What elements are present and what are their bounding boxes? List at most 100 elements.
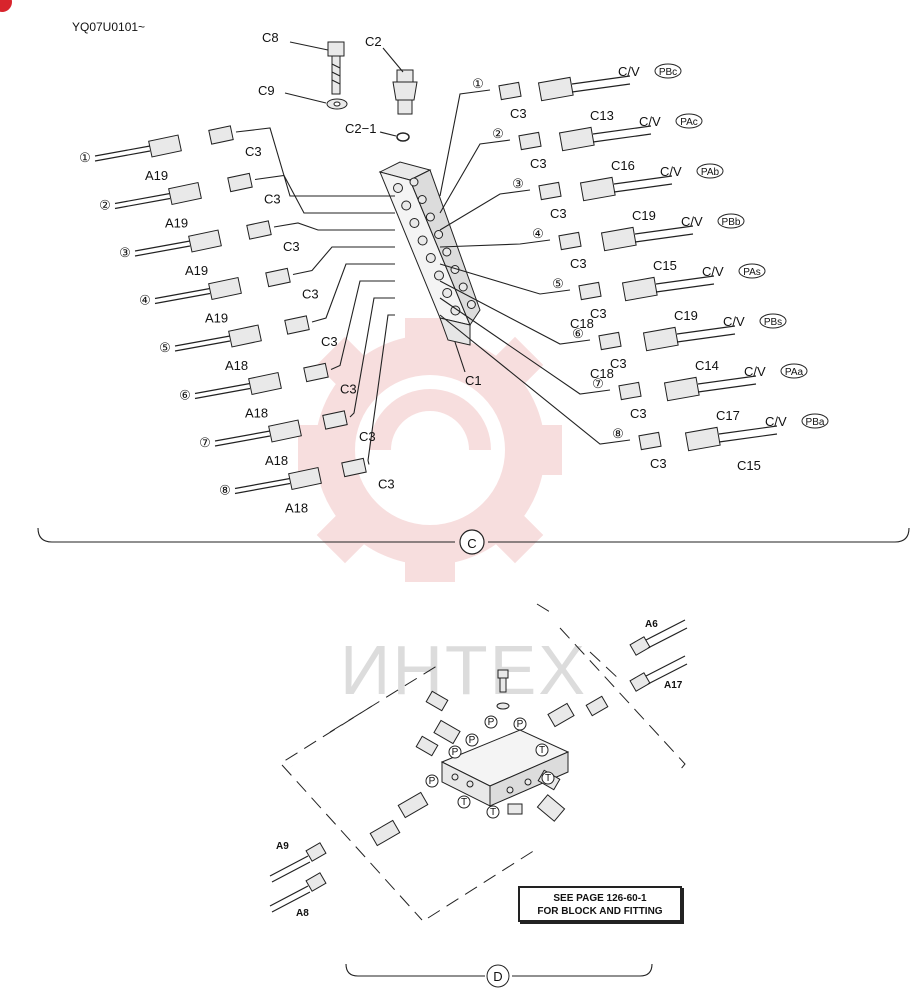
hose-end-right-4 xyxy=(600,226,637,252)
row-number-right-1: ① xyxy=(472,76,484,91)
port-oval-right-1 xyxy=(654,63,682,79)
hose-end-left-8 xyxy=(288,466,322,491)
d-port-label-6: T xyxy=(539,745,545,756)
row-number-right-5: ⑤ xyxy=(552,276,564,291)
leader-left-2 xyxy=(254,174,395,214)
fitting-left-2 xyxy=(227,172,253,193)
manifold-port-top-2 xyxy=(417,195,427,204)
label-c1: C1 xyxy=(465,373,482,388)
row-number-right-8: ⑧ xyxy=(612,426,624,441)
fitting-right-1 xyxy=(498,81,522,101)
leader-left-5 xyxy=(311,263,395,323)
hose-line-left-2 xyxy=(114,192,171,210)
d-port-label-8: T xyxy=(461,797,467,808)
manifold-port-6 xyxy=(434,270,444,281)
label-fit-left-6: C3 xyxy=(340,382,357,397)
label-part-right-2: C16 xyxy=(611,158,635,173)
label-a6: A6 xyxy=(645,619,658,630)
d-port-label-4: P xyxy=(452,747,459,758)
label-port-right-1: PBc xyxy=(659,67,677,78)
hose-end-right-3 xyxy=(579,176,616,202)
row-number-right-4: ④ xyxy=(532,226,544,241)
label-a8: A8 xyxy=(296,908,309,919)
hose-line-right-6 xyxy=(676,325,736,343)
manifold-port-2 xyxy=(401,200,412,211)
leader-left-6 xyxy=(330,280,395,371)
label-fit-right-2: C3 xyxy=(530,156,547,171)
d-port-circle-1 xyxy=(484,715,498,729)
label-port-right-7: PAa xyxy=(785,367,804,378)
manifold-port-top-1 xyxy=(409,177,419,187)
label-extra-right-6: C18 xyxy=(590,366,614,381)
hose-line-right-4 xyxy=(634,225,694,243)
label-cv-right-7: C/V xyxy=(744,364,766,379)
row-number-right-7: ⑦ xyxy=(592,376,604,391)
label-cv-right-2: C/V xyxy=(639,114,661,129)
row-number-left-7: ⑦ xyxy=(199,435,211,450)
label-hose-left-4: A19 xyxy=(205,311,228,326)
label-port-right-3: PAb xyxy=(701,167,720,178)
label-fit-left-4: C3 xyxy=(302,287,319,302)
row-number-right-6: ⑥ xyxy=(572,326,584,341)
port-oval-right-4 xyxy=(717,213,745,229)
manifold-port-top-4 xyxy=(434,230,444,239)
brace-d xyxy=(345,963,653,977)
fitting-left-1 xyxy=(208,125,234,145)
manifold-port-4 xyxy=(417,235,428,246)
leader-left-3 xyxy=(273,222,395,231)
fitting-right-2 xyxy=(518,131,542,151)
fitting-right-3 xyxy=(538,181,562,201)
label-cv-right-6: C/V xyxy=(723,314,745,329)
hose-line-right-8 xyxy=(718,425,778,443)
label-fit-left-5: C3 xyxy=(321,334,338,349)
label-cv-right-4: C/V xyxy=(681,214,703,229)
label-extra-right-5: C18 xyxy=(570,316,594,331)
d-port-circle-4 xyxy=(448,745,462,759)
o-ring-c2-1-icon xyxy=(396,132,410,142)
label-port-right-8: PBa xyxy=(806,417,825,428)
note-line-2: FOR BLOCK AND FITTING xyxy=(537,906,663,917)
port-oval-right-5 xyxy=(738,263,766,279)
label-part-right-1: C13 xyxy=(590,108,614,123)
label-part-right-5: C19 xyxy=(674,308,698,323)
hose-line-left-1 xyxy=(94,145,151,162)
label-fit-left-2: C3 xyxy=(264,192,281,207)
hose-end-right-8 xyxy=(684,426,721,452)
hose-line-right-3 xyxy=(613,175,673,193)
label-hose-left-5: A18 xyxy=(225,358,248,373)
d-port-circle-8 xyxy=(457,795,471,809)
label-fit-right-4: C3 xyxy=(570,256,587,271)
label-hose-left-8: A18 xyxy=(285,501,308,516)
manifold-port-7 xyxy=(442,288,453,298)
hose-line-left-7 xyxy=(214,430,271,447)
row-number-left-3: ③ xyxy=(119,245,131,260)
hose-line-left-4 xyxy=(154,287,211,305)
row-number-right-2: ② xyxy=(492,126,504,141)
hose-line-right-1 xyxy=(571,75,631,93)
label-fit-right-7: C3 xyxy=(630,406,647,421)
label-part-right-4: C15 xyxy=(653,258,677,273)
leader-right-8 xyxy=(439,314,631,445)
fitting-left-8 xyxy=(341,457,367,478)
d-port-circle-9 xyxy=(486,805,500,819)
label-fit-right-8: C3 xyxy=(650,456,667,471)
d-port-circle-3 xyxy=(465,733,479,747)
leader-right-6 xyxy=(439,280,591,345)
label-fit-right-3: C3 xyxy=(550,206,567,221)
see-page-note: SEE PAGE 126-60-1 FOR BLOCK AND FITTING xyxy=(518,886,682,922)
document-id: YQ07U0101~ xyxy=(72,20,146,34)
hose-end-left-2 xyxy=(168,181,202,206)
label-a17: A17 xyxy=(664,680,683,691)
label-part-right-6: C14 xyxy=(695,358,719,373)
label-port-right-6: PBs xyxy=(764,317,782,328)
fitting-left-5 xyxy=(284,315,310,335)
label-a9: A9 xyxy=(276,841,289,852)
hose-end-left-6 xyxy=(248,371,282,396)
port-oval-right-2 xyxy=(675,113,703,129)
hose-line-right-7 xyxy=(697,375,757,393)
label-cv-right-5: C/V xyxy=(702,264,724,279)
hose-end-right-6 xyxy=(642,326,679,352)
label-part-right-7: C17 xyxy=(716,408,740,423)
leader-right-4 xyxy=(439,239,551,248)
